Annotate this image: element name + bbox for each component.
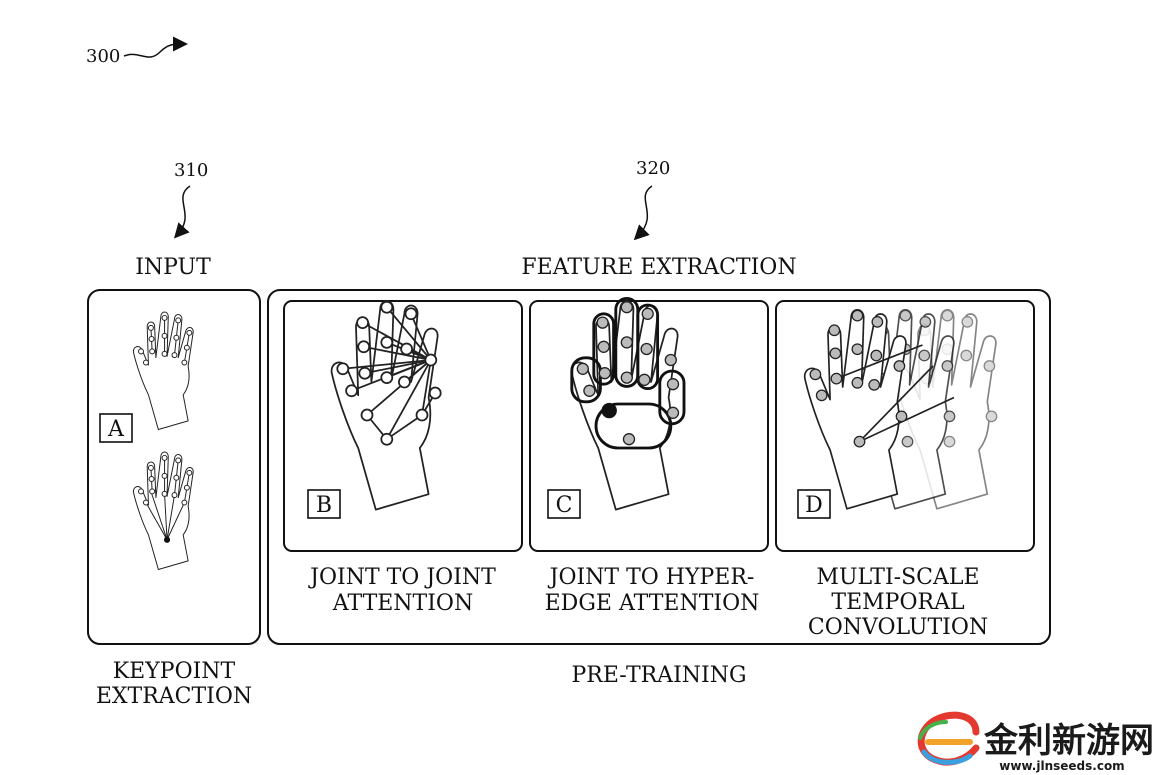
panel-c-caption-1: JOINT TO HYPER- <box>548 565 755 590</box>
hand-joint-attention <box>330 300 442 511</box>
panel-b-box <box>283 300 523 552</box>
panel-d: D <box>797 308 998 519</box>
ref-300: 300 <box>86 36 188 67</box>
pretraining-box <box>267 289 1051 645</box>
panel-b-letter: B <box>316 493 332 518</box>
keypoint-extraction-box <box>87 289 261 645</box>
watermark-logo-icon <box>917 711 980 766</box>
panel-b-tag <box>307 489 341 519</box>
ref-300-arrow <box>123 36 188 58</box>
panel-b: B <box>307 300 442 519</box>
watermark: 金利新游网 www.jlnseeds.com <box>917 711 1154 773</box>
hand-frame-1 <box>803 308 955 510</box>
panel-d-box <box>775 300 1035 552</box>
panel-a: A <box>99 311 194 571</box>
keypoint-label-1: KEYPOINT <box>113 659 236 684</box>
hand-hyperedge-attention <box>570 296 686 511</box>
feature-extraction-label: FEATURE EXTRACTION <box>521 255 796 280</box>
panel-c-caption-2: EDGE ATTENTION <box>545 591 760 616</box>
hand-keypoints-bottom <box>132 451 194 571</box>
panel-d-caption-3: CONVOLUTION <box>808 615 988 640</box>
input-label: INPUT <box>135 255 211 280</box>
panel-b-caption-2: ATTENTION <box>332 591 473 616</box>
hand-keypoints-top <box>132 311 194 431</box>
panel-d-caption-2: TEMPORAL <box>831 590 965 615</box>
panel-d-caption-1: MULTI-SCALE <box>816 565 979 590</box>
ref-320-arrow <box>633 185 653 241</box>
panel-c: C <box>547 296 686 519</box>
watermark-brand: 金利新游网 <box>983 721 1154 761</box>
panel-a-tag <box>99 413 133 443</box>
panel-a-letter: A <box>107 417 125 442</box>
panel-d-letter: D <box>805 493 823 518</box>
ref-320-label: 320 <box>636 158 670 179</box>
panel-d-tag <box>797 489 831 519</box>
watermark-url: www.jlnseeds.com <box>999 759 1124 773</box>
panel-c-letter: C <box>556 493 573 518</box>
ref-320: 320 <box>633 158 670 241</box>
ref-310-label: 310 <box>174 160 208 181</box>
ref-310: 310 <box>173 160 208 239</box>
panel-c-tag <box>547 489 581 519</box>
panel-b-caption-1: JOINT TO JOINT <box>308 565 496 590</box>
keypoint-label-2: EXTRACTION <box>96 684 252 709</box>
ref-300-label: 300 <box>86 46 120 67</box>
pretraining-label: PRE-TRAINING <box>571 663 746 688</box>
ref-310-arrow <box>173 185 191 239</box>
panel-c-box <box>529 300 769 552</box>
